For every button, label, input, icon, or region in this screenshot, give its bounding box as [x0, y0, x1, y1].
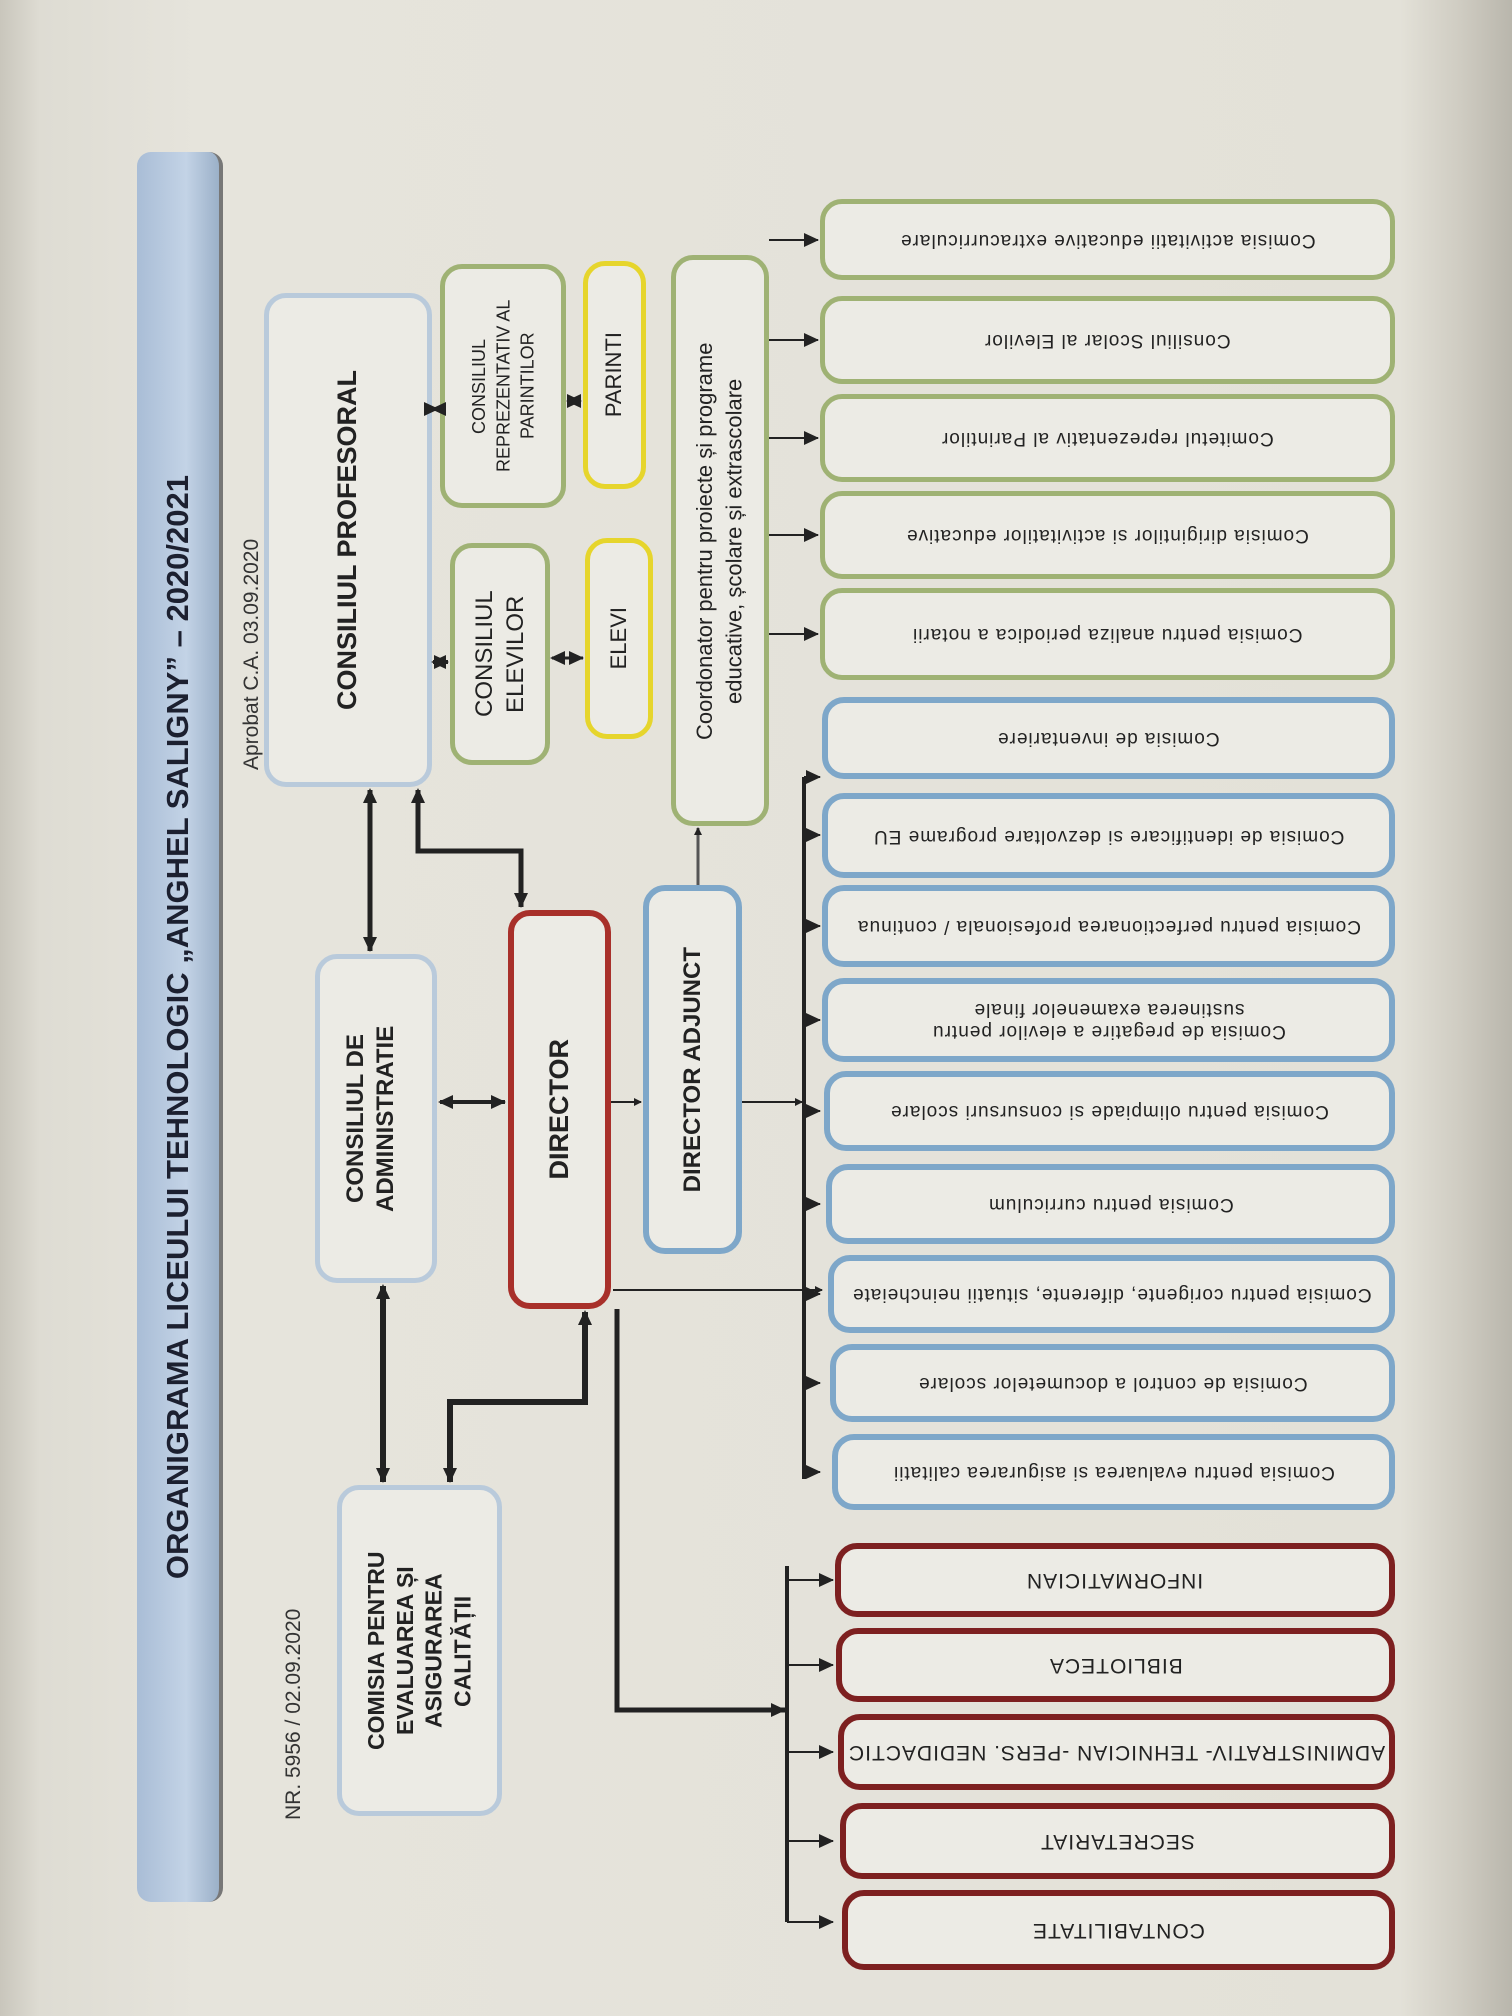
committee-box: Comisia pentru analiza periodica a notar…	[820, 588, 1395, 680]
director-box: DIRECTOR	[508, 910, 611, 1309]
department-box: SECRETARIAT	[840, 1803, 1395, 1879]
consiliul-profesoral-box: CONSILIUL PROFESORAL	[264, 293, 432, 787]
director-adjunct-box: DIRECTOR ADJUNCT	[643, 885, 742, 1254]
director-red-bus	[614, 1309, 786, 1717]
committee-box: Comisia pentru olimpiade si consursuri s…	[824, 1071, 1395, 1151]
arrow-profesoral-director	[411, 788, 528, 908]
department-box: CONTABILITATE	[842, 1890, 1395, 1970]
title-banner: ORGANIGRAMA LICEULUI TEHNOLOGIC „ANGHEL …	[137, 152, 223, 1902]
committee-box: Consiliul Scolar al Elevilor	[820, 296, 1395, 384]
coordonator-box: Coordonator pentru proiecte și programe …	[671, 255, 769, 826]
arrow-director-comisia	[443, 1310, 592, 1483]
committee-box: Comisia activitatii educative extracurri…	[820, 199, 1395, 280]
department-box: INFORMATICIAN	[835, 1543, 1395, 1617]
consiliul-administratie-box: CONSILIUL DE ADMINISTRATIE	[315, 954, 437, 1283]
committee-box: Comisia de inventariere	[822, 697, 1395, 779]
committee-box: Comisia pentru curriculum	[826, 1164, 1395, 1244]
committee-box: Comisia pentru perfectionarea profesiona…	[822, 885, 1395, 967]
committee-box: Comisia pentru evaluarea si asigurarea c…	[832, 1434, 1395, 1510]
consiliul-parintilor-box: CONSILIUL REPREZENTATIV AL PARINTILOR	[440, 264, 566, 508]
parinti-box: PARINTI	[583, 261, 646, 489]
committee-box: Comisia de pregatire a elevilor pentru s…	[822, 978, 1395, 1062]
consiliul-elevilor-box: CONSILIUL ELEVILOR	[450, 543, 550, 765]
department-box: ADMINISTRATIV- TEHNICIAN -PERS. NEDIDACT…	[838, 1714, 1395, 1790]
committee-box: Comisia dirigintilor si activitatilor ed…	[820, 491, 1395, 579]
department-box: BIBLIOTECA	[836, 1628, 1395, 1702]
elevi-box: ELEVI	[585, 538, 653, 739]
committee-box: Comitetul reprezentativ al Parintilor	[820, 394, 1395, 482]
committee-box: Comisia de identificare si dezvoltare pr…	[822, 793, 1395, 878]
comisia-calitate-box: COMISIA PENTRU EVALUAREA ȘI ASIGURAREA C…	[337, 1485, 502, 1816]
committee-box: Comisia pentru corigente, diferente, sit…	[828, 1255, 1395, 1333]
committee-box: Comisia de control a documetelor scolare	[830, 1344, 1395, 1422]
